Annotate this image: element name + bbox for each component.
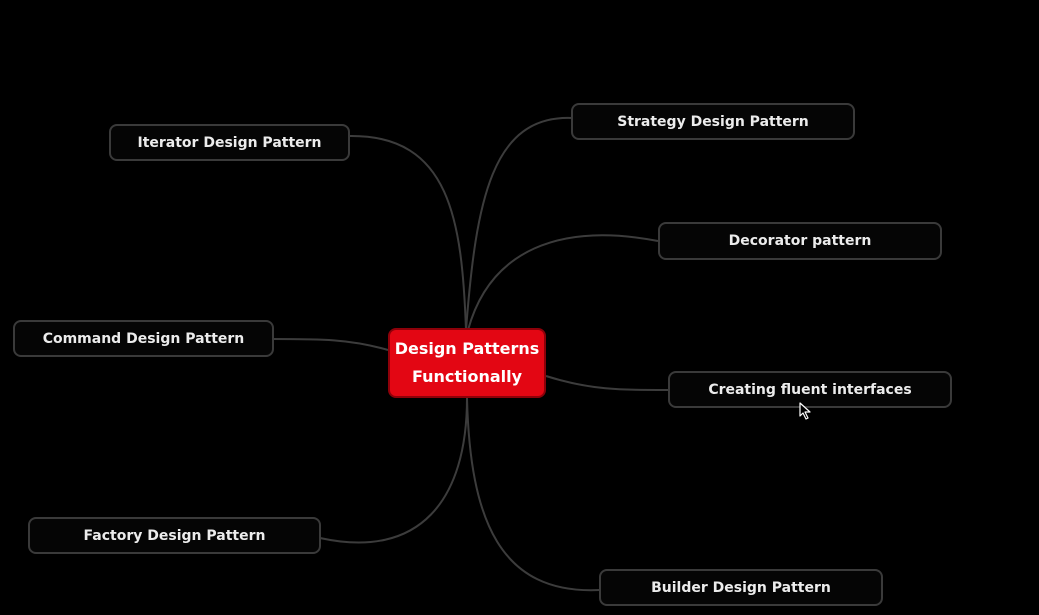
central-topic-line-1: Design Patterns — [394, 339, 540, 358]
node-command-design-pattern[interactable]: Command Design Pattern — [13, 320, 274, 357]
node-strategy-design-pattern[interactable]: Strategy Design Pattern — [571, 103, 855, 140]
connector-builder — [466, 397, 601, 592]
node-decorator-pattern[interactable]: Decorator pattern — [658, 222, 942, 260]
central-topic-line-2: Functionally — [411, 367, 523, 386]
connector-decorator — [467, 234, 659, 331]
connector-fluent — [545, 375, 669, 391]
mouse-pointer-icon — [799, 402, 811, 420]
node-creating-fluent-interfaces[interactable]: Creating fluent interfaces — [668, 371, 952, 408]
central-topic[interactable]: Design Patterns Functionally — [388, 328, 546, 398]
node-builder-design-pattern[interactable]: Builder Design Pattern — [599, 569, 883, 606]
connector-command — [272, 338, 389, 351]
node-factory-design-pattern[interactable]: Factory Design Pattern — [28, 517, 321, 554]
connector-factory — [319, 397, 468, 544]
connector-iterator — [349, 134, 467, 331]
node-iterator-design-pattern[interactable]: Iterator Design Pattern — [109, 124, 350, 161]
connector-strategy — [465, 116, 573, 331]
